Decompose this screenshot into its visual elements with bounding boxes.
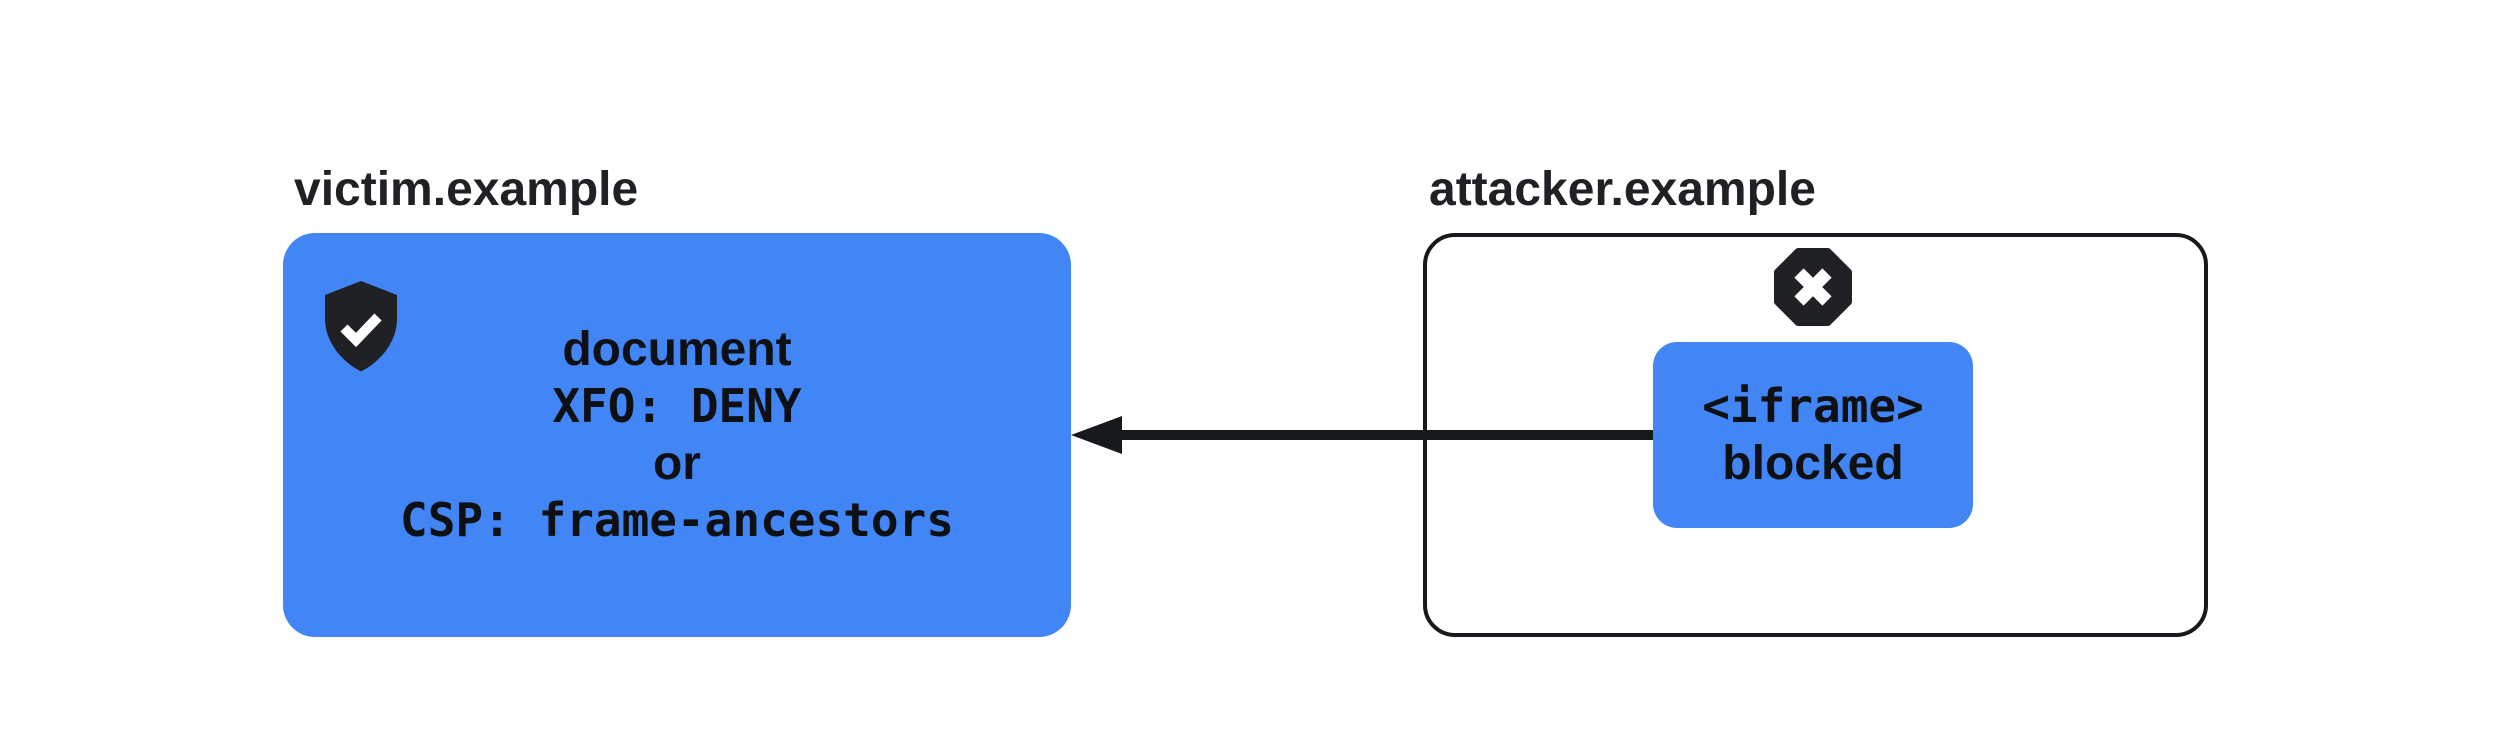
blocked-request-arrow [1071, 416, 1653, 454]
arrowhead-left [1071, 416, 1122, 454]
xfo-deny-line: XFO: DENY [552, 379, 802, 433]
blocked-iframe-box: <iframe> blocked [1653, 342, 1973, 528]
blocked-line: blocked [1722, 437, 1904, 490]
shield-check-icon [325, 281, 397, 372]
iframe-tag-line: <iframe> [1702, 379, 1924, 433]
victim-document-box: document XFO: DENY or CSP: frame-ancesto… [283, 233, 1071, 637]
or-line: or [652, 437, 701, 490]
csp-frame-ancestors-line: CSP: frame-ancestors [400, 493, 954, 547]
blocked-x-icon [1774, 248, 1852, 326]
attacker-page-box: <iframe> blocked [1423, 233, 2208, 637]
attacker-domain-label: attacker.example [1429, 163, 1816, 216]
document-line: document [562, 323, 792, 376]
victim-protection-text: document XFO: DENY or CSP: frame-ancesto… [400, 321, 954, 549]
victim-domain-label: victim.example [294, 163, 639, 216]
